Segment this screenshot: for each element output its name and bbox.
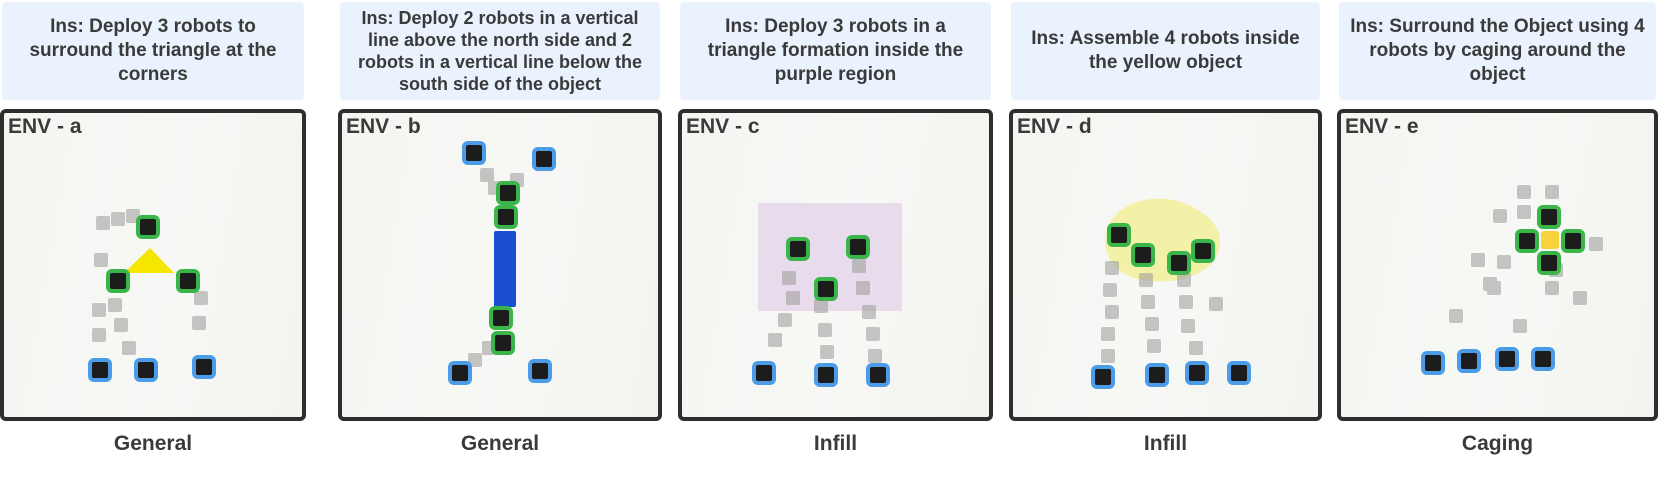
env-label: ENV - e <box>1345 115 1419 138</box>
trail-robots <box>768 259 882 363</box>
panel-a: Ins: Deploy 3 robots to surround the tri… <box>0 0 306 479</box>
category-label: Caging <box>1461 432 1534 455</box>
trail-robots <box>92 209 208 355</box>
start-robots <box>88 355 216 382</box>
start-robots <box>752 361 890 387</box>
panel-b: Ins: Deploy 2 robots in a vertical line … <box>338 0 662 479</box>
instruction-box: Ins: Deploy 3 robots in a triangle forma… <box>680 2 991 100</box>
goal-robots <box>106 215 200 293</box>
instruction-text: Ins: Deploy 2 robots in a vertical line … <box>357 8 643 94</box>
panel-d: Ins: Assemble 4 robots inside the yellow… <box>1009 0 1322 479</box>
scene-c <box>752 203 902 387</box>
environment-image: ENV - e <box>1337 109 1658 421</box>
goal-robots <box>1107 223 1215 275</box>
env-label: ENV - c <box>686 115 760 138</box>
rod-object <box>494 231 516 307</box>
scene-d <box>1091 198 1251 389</box>
instruction-text: Ins: Deploy 3 robots to surround the tri… <box>29 16 277 85</box>
category-label: Infill <box>813 432 858 455</box>
trail-robots <box>1101 261 1223 363</box>
scene-e <box>1421 185 1603 375</box>
instruction-box: Ins: Assemble 4 robots inside the yellow… <box>1011 2 1320 100</box>
triangle-object <box>124 248 174 273</box>
environment-image: ENV - d <box>1009 109 1322 421</box>
panel-e: Ins: Surround the Object using 4 robots … <box>1337 0 1658 479</box>
instruction-text: Ins: Assemble 4 robots inside the yellow… <box>1031 28 1300 73</box>
instruction-text: Ins: Deploy 3 robots in a triangle forma… <box>707 16 964 85</box>
goal-robots <box>1515 205 1585 275</box>
scene-a <box>88 209 216 382</box>
panel-c: Ins: Deploy 3 robots in a triangle forma… <box>678 0 993 479</box>
instruction-box: Ins: Deploy 2 robots in a vertical line … <box>340 2 660 100</box>
instruction-text: Ins: Surround the Object using 4 robots … <box>1350 16 1645 85</box>
environment-image: ENV - c <box>678 109 993 421</box>
environment-image: ENV - a <box>0 109 306 421</box>
env-label: ENV - d <box>1017 115 1092 138</box>
env-label: ENV - b <box>346 115 421 138</box>
start-robots <box>1421 347 1555 375</box>
scene-b <box>448 141 556 385</box>
category-label: General <box>113 432 193 455</box>
env-label: ENV - a <box>8 115 82 138</box>
environment-image: ENV - b <box>338 109 662 421</box>
instruction-box: Ins: Surround the Object using 4 robots … <box>1339 2 1656 100</box>
instruction-box: Ins: Deploy 3 robots to surround the tri… <box>2 2 304 100</box>
trail-robots <box>1449 185 1603 333</box>
start-robots <box>1091 361 1251 389</box>
start-robots <box>448 141 556 385</box>
category-label: Infill <box>1143 432 1188 455</box>
goal-robots <box>786 235 870 301</box>
goal-robots <box>489 181 520 355</box>
caging-object <box>1541 231 1559 249</box>
category-label: General <box>460 432 540 455</box>
